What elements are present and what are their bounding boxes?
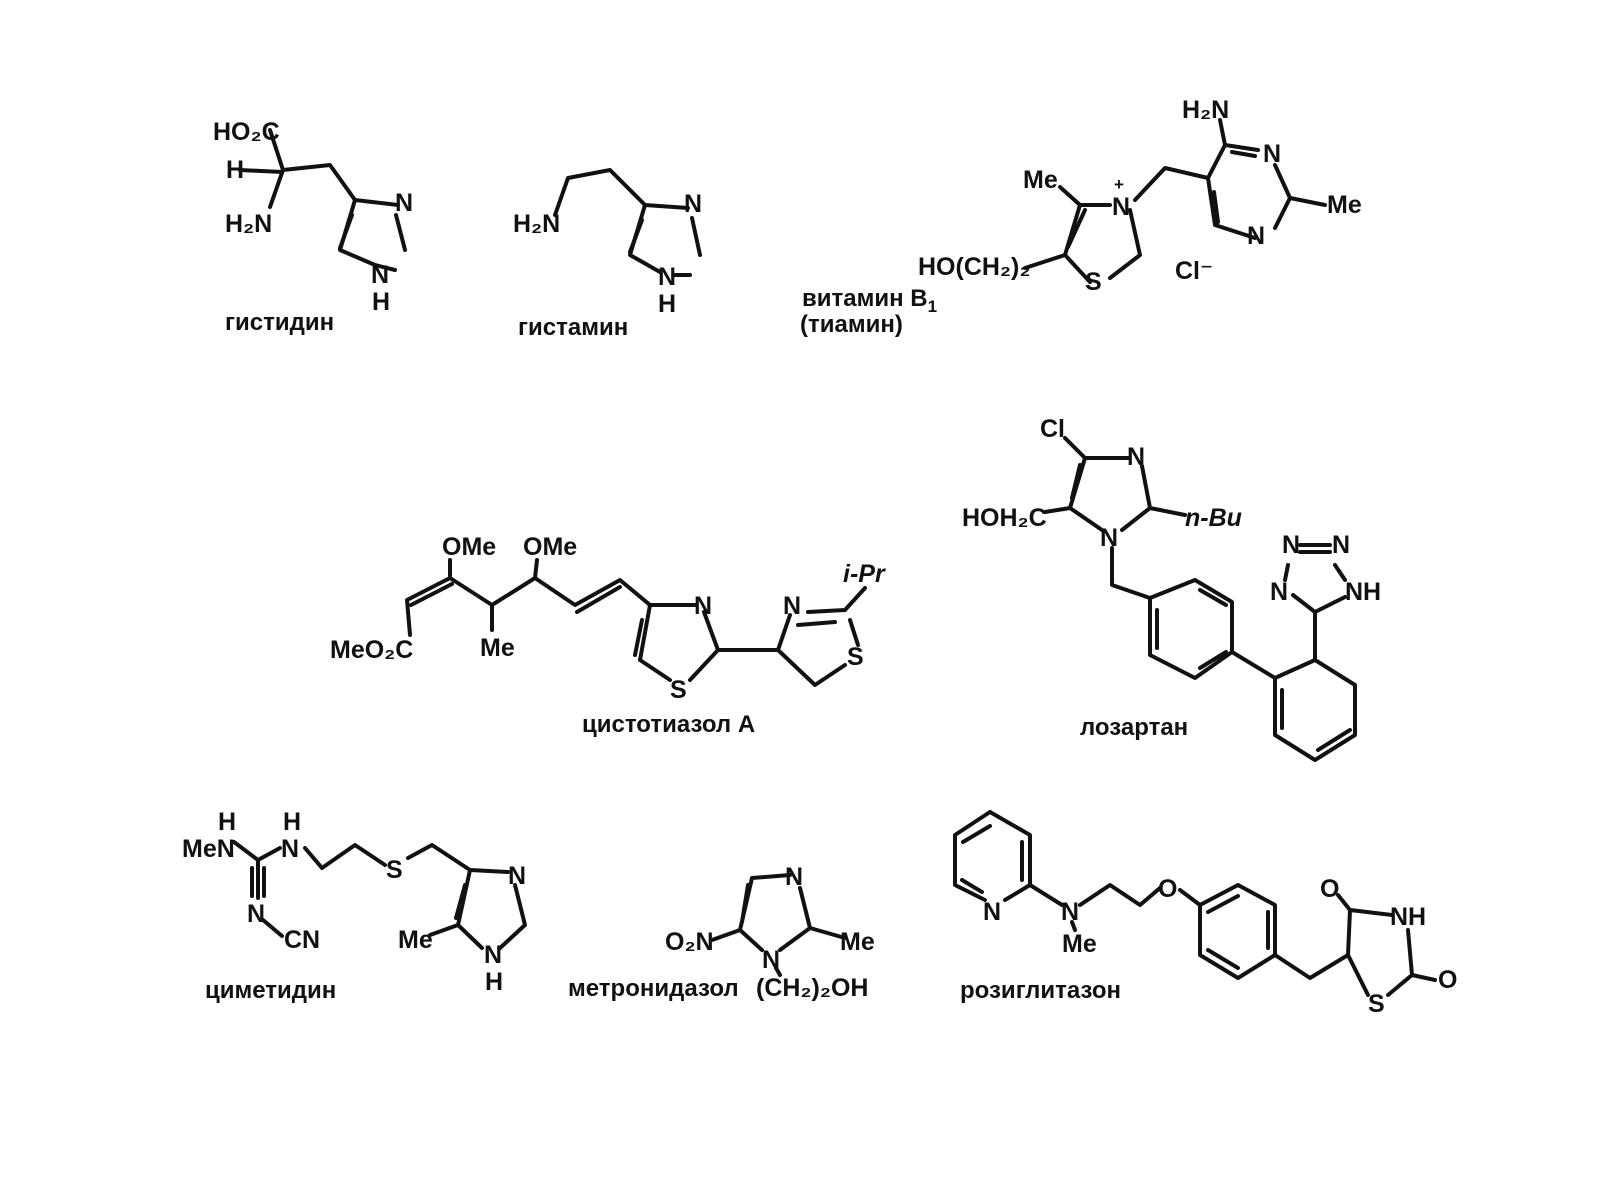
metronidazole-me-label: Me xyxy=(840,928,875,956)
cystothiazole-ome1-label: OMe xyxy=(442,533,496,561)
cystothiazole-name: цистотиазол А xyxy=(582,711,755,738)
rosiglitazone-name: розиглитазон xyxy=(960,977,1121,1004)
losartan-tetrazole-nh-label: NH xyxy=(1345,578,1381,606)
rosiglitazone-me-label: Me xyxy=(1062,930,1097,958)
histidine-structure: HO₂C H H₂N N N H гистидин xyxy=(213,118,413,336)
rosiglitazone-nh-label: NH xyxy=(1390,903,1426,931)
cystothiazole-n2-label: N xyxy=(783,592,801,620)
cystothiazole-n1-label: N xyxy=(694,592,712,620)
histamine-structure: H₂N N N H гистамин xyxy=(513,168,702,341)
histamine-h2n-label: H₂N xyxy=(513,210,560,238)
thiamine-s-label: S xyxy=(1085,268,1102,296)
thiamine-nplus-label: N xyxy=(1112,193,1130,221)
cimetidine-h2-label: H xyxy=(283,808,301,836)
histamine-n1-label: N xyxy=(658,263,676,291)
histidine-h2n-label: H₂N xyxy=(225,210,272,238)
rosiglitazone-carbonyl-o1-label: O xyxy=(1320,875,1339,903)
metronidazole-n1-label: N xyxy=(762,946,780,974)
histamine-name: гистамин xyxy=(518,314,628,341)
metronidazole-o2n-label: O₂N xyxy=(665,928,714,956)
cystothiazole-meo2c-label: MeO₂C xyxy=(330,636,413,664)
rosiglitazone-structure: N N Me O O NH O S розиглитазон xyxy=(953,810,1457,1018)
thiamine-name-line2: (тиамин) xyxy=(800,311,903,338)
rosiglitazone-s-label: S xyxy=(1368,990,1385,1018)
losartan-n1-label: N xyxy=(1100,524,1118,552)
thiamine-pyrimidine-n1-label: N xyxy=(1263,140,1281,168)
rosiglitazone-carbonyl-o2-label: O xyxy=(1438,966,1457,994)
cimetidine-n1-label: N xyxy=(484,941,502,969)
histidine-h-label: H xyxy=(226,156,244,184)
losartan-hoh2c-label: HOH₂C xyxy=(962,504,1047,532)
cystothiazole-s2-label: S xyxy=(847,643,864,671)
histidine-name: гистидин xyxy=(225,309,334,336)
cimetidine-nh-label: H xyxy=(485,968,503,996)
cimetidine-cn-label: CN xyxy=(284,926,320,954)
histamine-nh-label: H xyxy=(658,290,676,318)
losartan-n3-label: N xyxy=(1127,443,1145,471)
cystothiazole-ipr-label: i-Pr xyxy=(843,560,886,588)
thiamine-structure: Me N + S HO(CH₂)₂ Cl⁻ H₂N N N Me витамин… xyxy=(800,96,1362,338)
histidine-n1-label: N xyxy=(371,261,389,289)
metronidazole-name: метронидазол xyxy=(568,975,739,1002)
losartan-structure: Cl N N HOH₂C n-Bu N N N NH лозартан xyxy=(962,415,1381,762)
thiamine-chloride-label: Cl⁻ xyxy=(1175,257,1213,285)
thiamine-name-line1: витамин B1 xyxy=(802,285,937,316)
losartan-cl-label: Cl xyxy=(1040,415,1065,443)
histidine-n3-label: N xyxy=(395,189,413,217)
thiamine-me2-label: Me xyxy=(1327,191,1362,219)
metronidazole-side-chain-label: (CH₂)₂OH xyxy=(756,974,868,1002)
cimetidine-s-label: S xyxy=(386,856,403,884)
cimetidine-men-label: MeN xyxy=(182,835,235,863)
thiamine-pyrimidine-n3-label: N xyxy=(1247,222,1265,250)
cimetidine-structure: H H MeN N N CN S Me N N H циметидин xyxy=(182,808,527,1004)
losartan-tetrazole-n1-label: N xyxy=(1282,531,1300,559)
cimetidine-name: циметидин xyxy=(205,977,336,1004)
histidine-ho2c-label: HO₂C xyxy=(213,118,280,146)
losartan-name: лозартан xyxy=(1080,714,1188,741)
losartan-tetrazole-n3-label: N xyxy=(1270,578,1288,606)
cystothiazole-me-label: Me xyxy=(480,634,515,662)
metronidazole-structure: O₂N N N Me (CH₂)₂OH метронидазол xyxy=(568,863,875,1002)
rosiglitazone-ether-o-label: O xyxy=(1158,875,1177,903)
cimetidine-n-label: N xyxy=(281,835,299,863)
cystothiazole-ome2-label: OMe xyxy=(523,533,577,561)
cimetidine-h1-label: H xyxy=(218,808,236,836)
histamine-n3-label: N xyxy=(684,190,702,218)
cystothiazole-s1-label: S xyxy=(670,676,687,704)
histidine-nh-label: H xyxy=(372,288,390,316)
losartan-bu-label: n-Bu xyxy=(1185,504,1242,532)
cystothiazole-structure: OMe OMe MeO₂C Me N S N S i-Pr цистотиазо… xyxy=(330,533,886,738)
cimetidine-me-label: Me xyxy=(398,926,433,954)
thiamine-me-label: Me xyxy=(1023,166,1058,194)
metronidazole-n3-label: N xyxy=(785,863,803,891)
thiamine-plus-sign: + xyxy=(1114,175,1124,194)
thiamine-h2n-label: H₂N xyxy=(1182,96,1229,124)
losartan-tetrazole-n2-label: N xyxy=(1332,531,1350,559)
rosiglitazone-pyridine-n-label: N xyxy=(983,898,1001,926)
cimetidine-n2-label: N xyxy=(247,900,265,928)
thiamine-side-chain-label: HO(CH₂)₂ xyxy=(918,253,1030,281)
rosiglitazone-n-label: N xyxy=(1061,898,1079,926)
cimetidine-n3-label: N xyxy=(508,862,526,890)
